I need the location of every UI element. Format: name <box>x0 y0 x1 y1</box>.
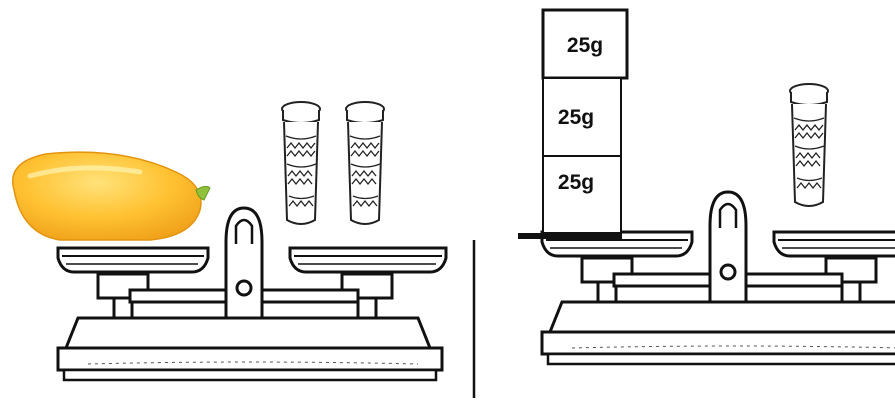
jar-item <box>789 83 829 207</box>
jar-item <box>281 101 321 225</box>
weight-label: 25g <box>567 34 603 57</box>
papaya-fruit <box>12 151 211 241</box>
weight-block: 25g <box>541 8 629 80</box>
weight-block: 25g <box>542 77 622 157</box>
jar-item <box>345 101 385 225</box>
weight-label: 25g <box>558 106 594 129</box>
weight-stack: 25g 25g 25g <box>541 8 629 234</box>
weight-label: 25g <box>558 171 594 194</box>
weight-block: 25g <box>542 155 622 234</box>
pan-top-bar <box>518 233 622 239</box>
